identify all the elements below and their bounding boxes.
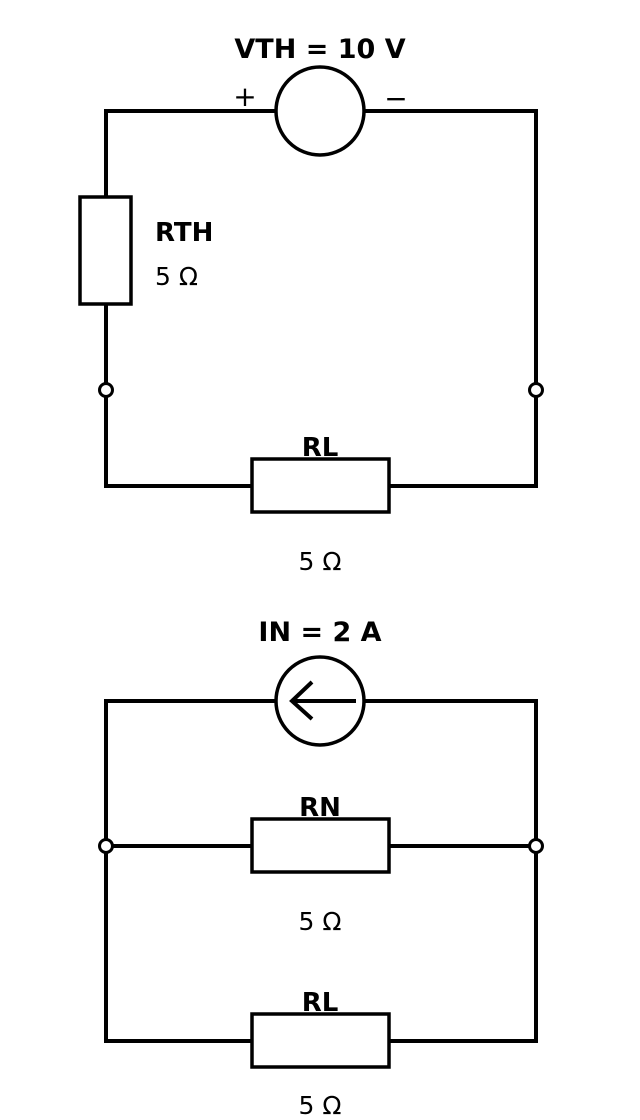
rl-name-label-norton: RL (302, 988, 339, 1018)
terminal-node-left (98, 838, 114, 854)
rl-resistor-thevenin (250, 457, 391, 514)
plus-terminal-sign: + (233, 80, 256, 113)
terminal-node-right (528, 382, 544, 398)
rl-resistor-norton (250, 1012, 391, 1069)
terminal-node-left (98, 382, 114, 398)
rn-resistor (250, 817, 391, 874)
minus-terminal-sign: − (384, 82, 407, 115)
vth-source-label: VTH = 10 V (234, 34, 405, 65)
rl-value-label-norton: 5 Ω (299, 1091, 342, 1120)
rth-value-label: 5 Ω (155, 262, 198, 291)
thevenin-circuit: VTH = 10 V + − RTH 5 Ω RL 5 Ω (78, 34, 544, 576)
rl-value-label-thevenin: 5 Ω (299, 547, 342, 576)
rth-name-label: RTH (155, 218, 213, 248)
rl-name-label-thevenin: RL (302, 433, 339, 463)
terminal-node-right (528, 838, 544, 854)
arrow-left-icon (289, 680, 356, 721)
rth-resistor (78, 195, 133, 306)
rn-name-label: RN (299, 793, 341, 823)
in-source-label: IN = 2 A (258, 617, 381, 648)
voltage-source-symbol (274, 65, 366, 157)
rn-value-label: 5 Ω (299, 907, 342, 936)
norton-circuit: IN = 2 A RN 5 Ω RL 5 Ω (98, 617, 544, 1120)
